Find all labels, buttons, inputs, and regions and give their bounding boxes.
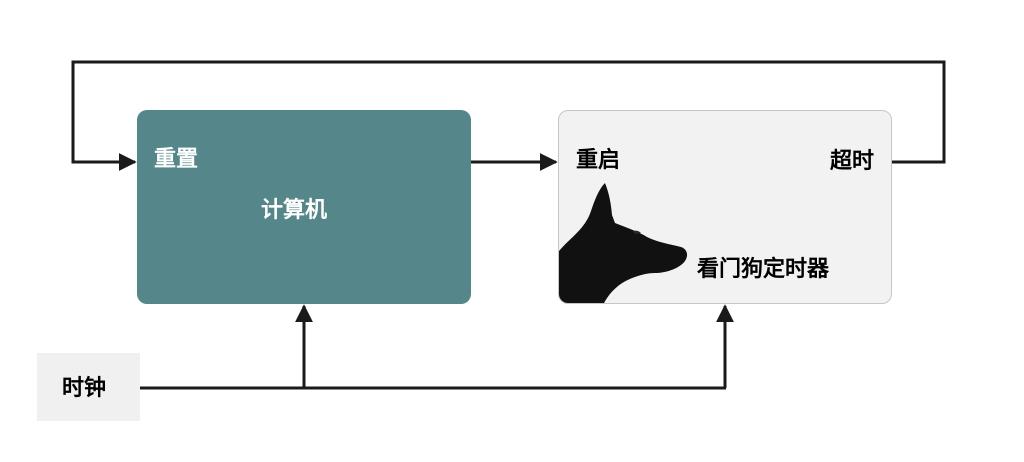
reset-input-label: 重置 — [154, 147, 199, 172]
dog-head-silhouette-icon — [559, 183, 688, 303]
computer-block: 重置 计算机 — [137, 110, 471, 304]
timeout-output-label: 超时 — [830, 149, 875, 174]
timeout-feedback-arrow — [71, 60, 946, 171]
watchdog-timer-title: 看门狗定时器 — [697, 257, 830, 282]
restart-input-label: 重启 — [576, 148, 621, 173]
clock-label: 时钟 — [62, 376, 107, 401]
computer-title: 计算机 — [261, 198, 328, 223]
clock-block: 时钟 — [37, 353, 140, 421]
watchdog-timer-block: 重启 超时 看门狗定时器 — [558, 110, 892, 304]
